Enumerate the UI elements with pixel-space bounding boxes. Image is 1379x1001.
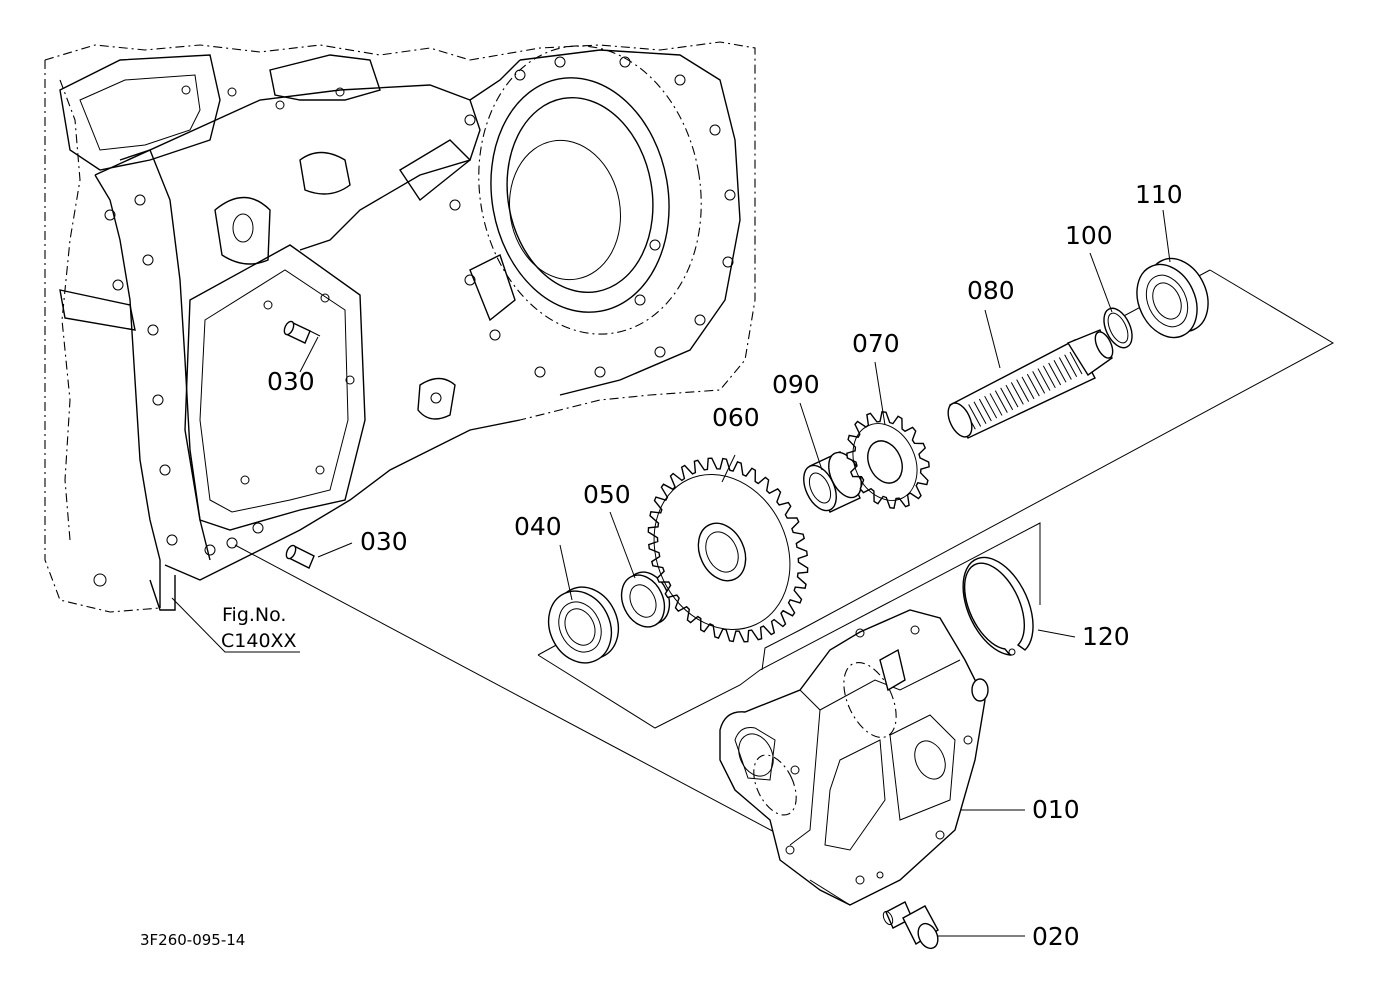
part-070-gear[interactable] bbox=[841, 412, 929, 511]
shaft-spline-line bbox=[1001, 388, 1013, 410]
label-120: 120 bbox=[1082, 622, 1130, 651]
part-050-collar[interactable] bbox=[613, 565, 677, 634]
label-090: 090 bbox=[772, 370, 820, 399]
part-030-pin-lower[interactable] bbox=[284, 544, 314, 568]
shaft-spline-line bbox=[1065, 355, 1077, 377]
shaft-spline-line bbox=[1033, 371, 1045, 393]
part-040-bearing[interactable] bbox=[537, 577, 630, 673]
label-030b: 030 bbox=[360, 527, 408, 556]
shaft-spline-line bbox=[1054, 360, 1066, 382]
part-030-pin-upper[interactable] bbox=[282, 320, 320, 343]
leader-lines bbox=[172, 210, 1170, 936]
part-100-snap-ring[interactable] bbox=[1098, 304, 1138, 352]
shaft-spline-line bbox=[1011, 382, 1023, 404]
shaft-spline-line bbox=[1059, 358, 1071, 380]
label-060: 060 bbox=[712, 403, 760, 432]
figure-ref-line1: Fig.No. bbox=[222, 604, 286, 626]
label-050: 050 bbox=[583, 480, 631, 509]
part-labels: 030 030 040 050 060 090 070 080 100 110 … bbox=[140, 180, 1183, 951]
transmission-case bbox=[45, 28, 755, 612]
shaft-spline-line bbox=[1049, 363, 1061, 385]
shaft-spline-line bbox=[969, 404, 981, 426]
label-030a: 030 bbox=[267, 367, 315, 396]
label-110: 110 bbox=[1135, 180, 1183, 209]
label-070: 070 bbox=[852, 329, 900, 358]
part-010-housing[interactable] bbox=[720, 610, 988, 905]
drawing-code: 3F260-095-14 bbox=[140, 931, 245, 949]
label-020: 020 bbox=[1032, 922, 1080, 951]
shaft-spline-line bbox=[1070, 352, 1082, 374]
bolt-holes bbox=[94, 57, 735, 586]
label-040: 040 bbox=[514, 512, 562, 541]
shaft-spline-line bbox=[995, 391, 1007, 413]
shaft-spline-line bbox=[1022, 377, 1034, 399]
shaft-spline-line bbox=[979, 399, 991, 421]
part-060-gear[interactable] bbox=[629, 452, 814, 652]
part-120-circlip[interactable] bbox=[963, 558, 1033, 655]
figure-ref-line2: C140XX bbox=[221, 630, 297, 652]
label-010: 010 bbox=[1032, 795, 1080, 824]
shaft-spline-line bbox=[1027, 374, 1039, 396]
shaft-spline-line bbox=[1038, 369, 1050, 391]
part-110-bearing[interactable] bbox=[1126, 249, 1220, 348]
label-100: 100 bbox=[1065, 221, 1113, 250]
shaft-spline-line bbox=[1043, 366, 1055, 388]
shaft-spline-line bbox=[974, 402, 986, 424]
shaft-spline-line bbox=[1006, 385, 1018, 407]
shaft-spline-line bbox=[1017, 380, 1029, 402]
shaft-spline-line bbox=[985, 396, 997, 418]
part-020-plug[interactable] bbox=[881, 902, 941, 952]
label-080: 080 bbox=[967, 276, 1015, 305]
shaft-spline-line bbox=[990, 393, 1002, 415]
part-080-shaft[interactable] bbox=[943, 329, 1116, 440]
